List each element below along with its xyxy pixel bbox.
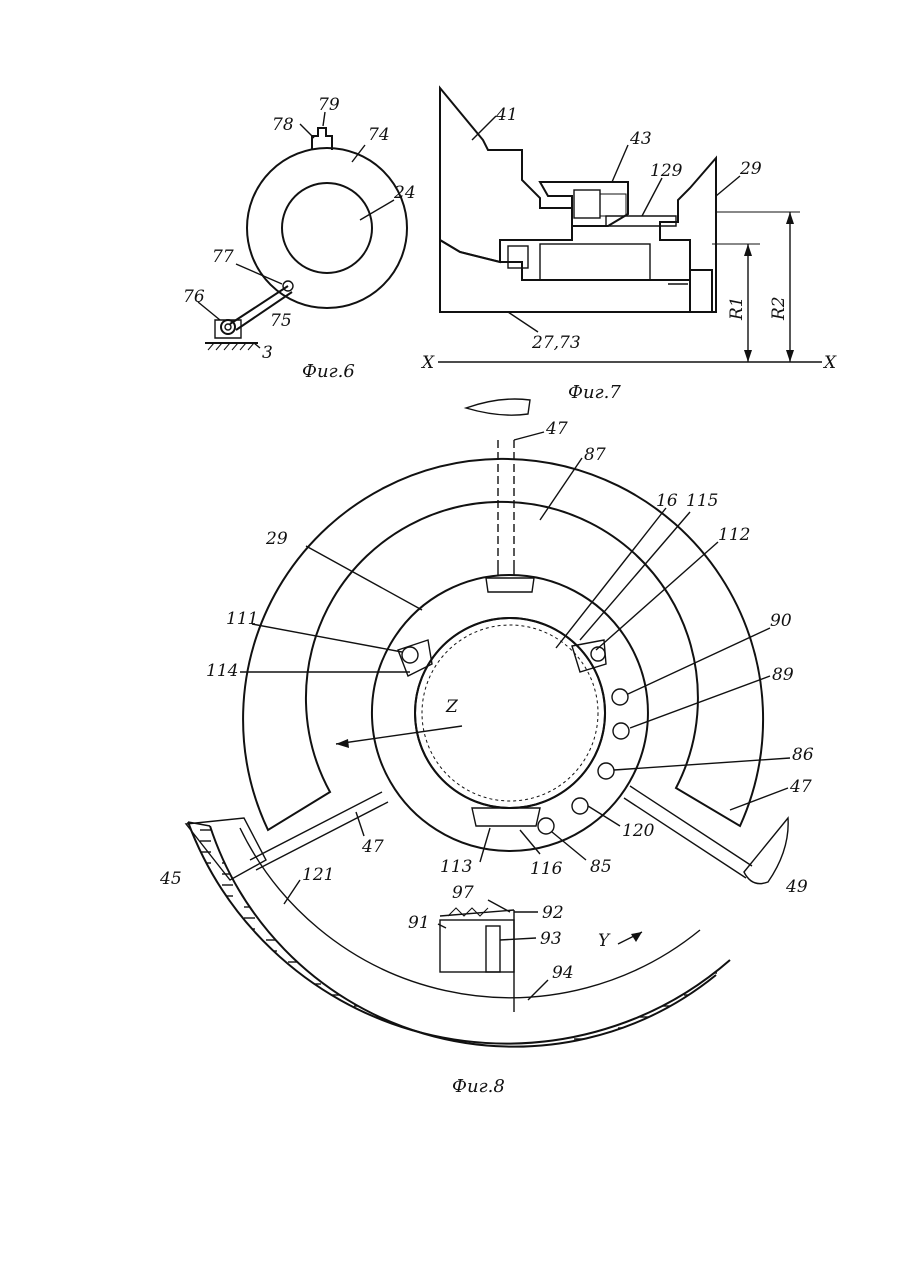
fig8-label-86: 86 [792,745,814,765]
fig8-spoke-left [250,792,388,870]
fig7-label-x-left: X [420,353,435,373]
fig8-label-120: 120 [622,821,655,841]
fig6-top-bracket [312,128,332,150]
fig8-label-115: 115 [686,491,718,511]
fig8-ball-86 [598,763,614,779]
fig8-inner-bore [415,618,605,808]
fig7-part-27-73 [440,240,712,312]
fig8-spoke-right-head [744,818,788,884]
fig8-box-93 [486,926,500,972]
fig8-label-94: 94 [552,963,574,983]
fig8-z-arrow [336,726,462,744]
fig8-ring-29 [372,575,648,851]
fig8-label-47-right: 47 [789,777,812,797]
fig8-label-90: 90 [770,611,792,631]
fig6-label-3: 3 [262,343,273,363]
fig7-label-29: 29 [739,159,762,179]
fig7-part-29 [660,158,716,312]
fig7-label-129: 129 [650,161,683,181]
fig8-label-16: 16 [656,491,678,511]
fig8-ball-89 [613,723,629,739]
fig7-label-27-73: 27,73 [531,333,581,353]
fig8-label-121: 121 [302,865,334,885]
fig8-spoke-top-head [466,399,530,415]
fig8-label-113: 113 [440,857,472,877]
fig7-part-43 [540,182,628,226]
fig6-label-74: 74 [368,125,390,145]
fig8-label-89: 89 [772,665,794,685]
fig6-label-75: 75 [270,311,292,331]
fig8-label-91: 91 [408,913,430,933]
fig8-ball-85 [538,818,554,834]
fig8-label-47-left: 47 [361,837,384,857]
fig7-caption: Фиг.7 [568,382,621,403]
fig8-frame-87 [243,459,763,830]
fig6-caption: Фиг.6 [302,361,355,382]
fig8-caption: Фиг.8 [452,1076,505,1097]
fig6-label-78: 78 [272,115,294,135]
fig7-label-r2: R2 [769,296,789,321]
fig6-label-24: 24 [393,183,416,203]
fig8-label-111: 111 [226,609,258,629]
fig8-label-87: 87 [584,445,606,465]
fig8-label-116: 116 [530,859,563,879]
fig6-outer-ring [247,148,407,308]
fig6-label-79: 79 [318,95,340,115]
fig6-label-77: 77 [212,247,234,267]
fig6-inner-bore [282,183,372,273]
fig8-box-91 [440,920,514,972]
fig6-drawing [198,112,407,350]
fig7-label-41: 41 [495,105,518,125]
fig8-label-97: 97 [452,883,474,903]
fig8-label-49: 49 [785,877,808,897]
fig8-ball-120 [572,798,588,814]
fig7-label-x-right: X [822,353,837,373]
fig7-label-43: 43 [629,129,652,149]
fig8-label-29: 29 [265,529,288,549]
fig8-label-85: 85 [590,857,612,877]
fig8-label-93: 93 [540,929,562,949]
fig8-label-114: 114 [206,661,238,681]
fig8-label-112: 112 [718,525,750,545]
fig8-ball-90 [612,689,628,705]
fig8-label-z: Z [445,697,459,717]
fig8-label-92: 92 [542,903,564,923]
fig8-label-45: 45 [159,869,182,889]
fig8-label-47-top: 47 [545,419,568,439]
fig8-label-y: Y [598,931,611,951]
fig7-label-r1: R1 [727,296,747,321]
fig6-label-76: 76 [183,287,205,307]
